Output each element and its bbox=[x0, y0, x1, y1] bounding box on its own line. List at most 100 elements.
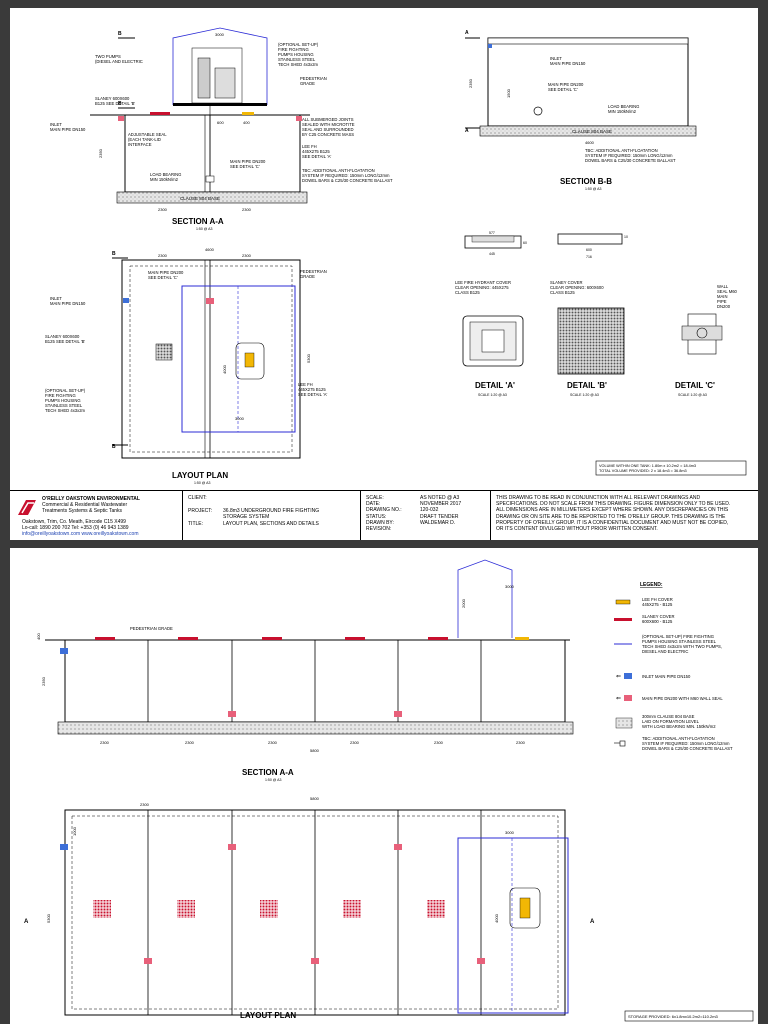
legend-base-swatch bbox=[615, 717, 633, 729]
svg-text:3000: 3000 bbox=[215, 32, 225, 37]
slaney-cover-plan-1 bbox=[93, 900, 111, 918]
storage-note-box bbox=[624, 1010, 754, 1022]
layout-plan-title: LAYOUT PLAN bbox=[172, 471, 228, 480]
svg-text:5800: 5800 bbox=[310, 748, 320, 753]
legend-inlet-swatch bbox=[624, 673, 632, 679]
legend-title: LEGEND: bbox=[640, 582, 663, 588]
svg-text:400: 400 bbox=[36, 633, 41, 640]
section-aa-labels: TWO PUMPS(DIESEL AND ELECTRIC (OPTIONAL … bbox=[50, 42, 393, 183]
svg-text:445: 445 bbox=[489, 252, 495, 256]
svg-text:⇐: ⇐ bbox=[616, 696, 621, 702]
svg-text:5300: 5300 bbox=[46, 913, 51, 923]
svg-text:3000: 3000 bbox=[505, 830, 515, 835]
svg-text:2300: 2300 bbox=[140, 802, 150, 807]
svg-text:A: A bbox=[465, 30, 469, 36]
svg-text:600: 600 bbox=[217, 120, 224, 125]
sheet1-drawing: B B CLAUSE 804 BASE 3000 600 400 2350 23… bbox=[45, 27, 747, 485]
svg-text:2300: 2300 bbox=[242, 253, 252, 258]
section-bb: A A CLAUSE 804 BASE 2350 1500 4600 INLET… bbox=[465, 30, 697, 163]
pump-equipment bbox=[197, 57, 211, 99]
svg-text:2350: 2350 bbox=[41, 676, 46, 686]
svg-text:1500: 1500 bbox=[506, 88, 511, 98]
svg-text:1000: 1000 bbox=[72, 826, 77, 836]
svg-text:INLET MAIN PIPE DN150: INLET MAIN PIPE DN150 bbox=[642, 674, 691, 679]
project-value: 36.8m3 UNDERGROUND FIRE FIGHTING STORAGE… bbox=[223, 508, 320, 521]
section-aa-top: B B CLAUSE 804 BASE 3000 600 400 2350 23… bbox=[90, 27, 310, 212]
svg-text:A: A bbox=[24, 919, 29, 925]
svg-text:10: 10 bbox=[624, 235, 628, 239]
svg-text:SCALE 1:20 @ A3: SCALE 1:20 @ A3 bbox=[678, 393, 707, 397]
volume-note: VOLUME WITHIN ONE TANK: 1.80m x 10.2m2 =… bbox=[599, 464, 696, 473]
title-value: LAYOUT PLAN, SECTIONS AND DETAILS bbox=[223, 521, 319, 527]
svg-text:A: A bbox=[465, 128, 469, 134]
svg-text:1:50 @ A3: 1:50 @ A3 bbox=[194, 481, 210, 485]
svg-text:4000: 4000 bbox=[494, 913, 499, 923]
detail-b-title: DETAIL 'B' bbox=[567, 381, 607, 390]
pump-shed-plan-2 bbox=[457, 837, 569, 1014]
section-marker-b-left-2: B bbox=[118, 101, 122, 107]
company-name: O'REILLY OAKSTOWN ENVIRONMENTAL Commerci… bbox=[42, 496, 140, 515]
svg-text:MAIN PIPE DN200 WITH M60 WALL: MAIN PIPE DN200 WITH M60 WALL SEAL bbox=[642, 696, 723, 701]
section-aa-title-2: SECTION A-A bbox=[242, 768, 294, 777]
pump-shed-elevation bbox=[457, 559, 513, 638]
detail-a-drawing bbox=[462, 315, 524, 367]
lee-fh-cover-plan-2 bbox=[519, 897, 531, 919]
layout-plan-title-2: LAYOUT PLAN bbox=[240, 1011, 296, 1020]
section-marker-b-left: B bbox=[118, 31, 122, 37]
company-logo-icon bbox=[18, 500, 36, 515]
section-bb-title: SECTION B-B bbox=[560, 177, 612, 186]
svg-text:4000: 4000 bbox=[222, 364, 227, 374]
pedestrian-grade-label: PEDESTRIAN GRADE bbox=[130, 626, 173, 631]
clause-804-base bbox=[116, 191, 308, 204]
slaney-cover-plan-2 bbox=[177, 900, 195, 918]
clause-804-base-long bbox=[57, 721, 574, 735]
main-pipe-circle bbox=[533, 106, 543, 116]
svg-text:⇐: ⇐ bbox=[616, 674, 621, 680]
clause-base-label: CLAUSE 804 BASE bbox=[180, 196, 220, 201]
svg-text:3000: 3000 bbox=[235, 416, 245, 421]
project-label: PROJECT: bbox=[188, 508, 213, 514]
svg-text:2300: 2300 bbox=[242, 207, 252, 212]
volume-note-box bbox=[595, 460, 747, 476]
drawing-note: THIS DRAWING TO BE READ IN CONJUNCTION W… bbox=[496, 495, 731, 533]
section-bb-scale: 1:50 @ A3 bbox=[585, 187, 601, 191]
svg-text:SCALE 1:20 @ A3: SCALE 1:20 @ A3 bbox=[478, 393, 507, 397]
svg-text:2300: 2300 bbox=[516, 740, 526, 745]
sheet2-drawing: 3000 2000 PEDESTRIAN GRADE 2300 2300 230… bbox=[24, 559, 754, 1022]
svg-text:2300: 2300 bbox=[100, 740, 110, 745]
legend-main-pipe-swatch bbox=[624, 695, 632, 701]
svg-text:577: 577 bbox=[489, 231, 495, 235]
pump-shed-outline bbox=[172, 27, 268, 105]
svg-text:2300: 2300 bbox=[434, 740, 444, 745]
svg-text:716: 716 bbox=[586, 255, 592, 259]
svg-text:2350: 2350 bbox=[98, 148, 103, 158]
client-label: CLIENT: bbox=[188, 495, 207, 501]
svg-text:60: 60 bbox=[523, 241, 527, 245]
storage-note: STORAGE PROVIDED: 6x1.8mx10.2m2=110.2m3 bbox=[628, 1014, 719, 1019]
tank-plan-outline bbox=[121, 259, 301, 459]
detail-a-title: DETAIL 'A' bbox=[475, 381, 515, 390]
legend-dowel-icon bbox=[619, 740, 626, 747]
